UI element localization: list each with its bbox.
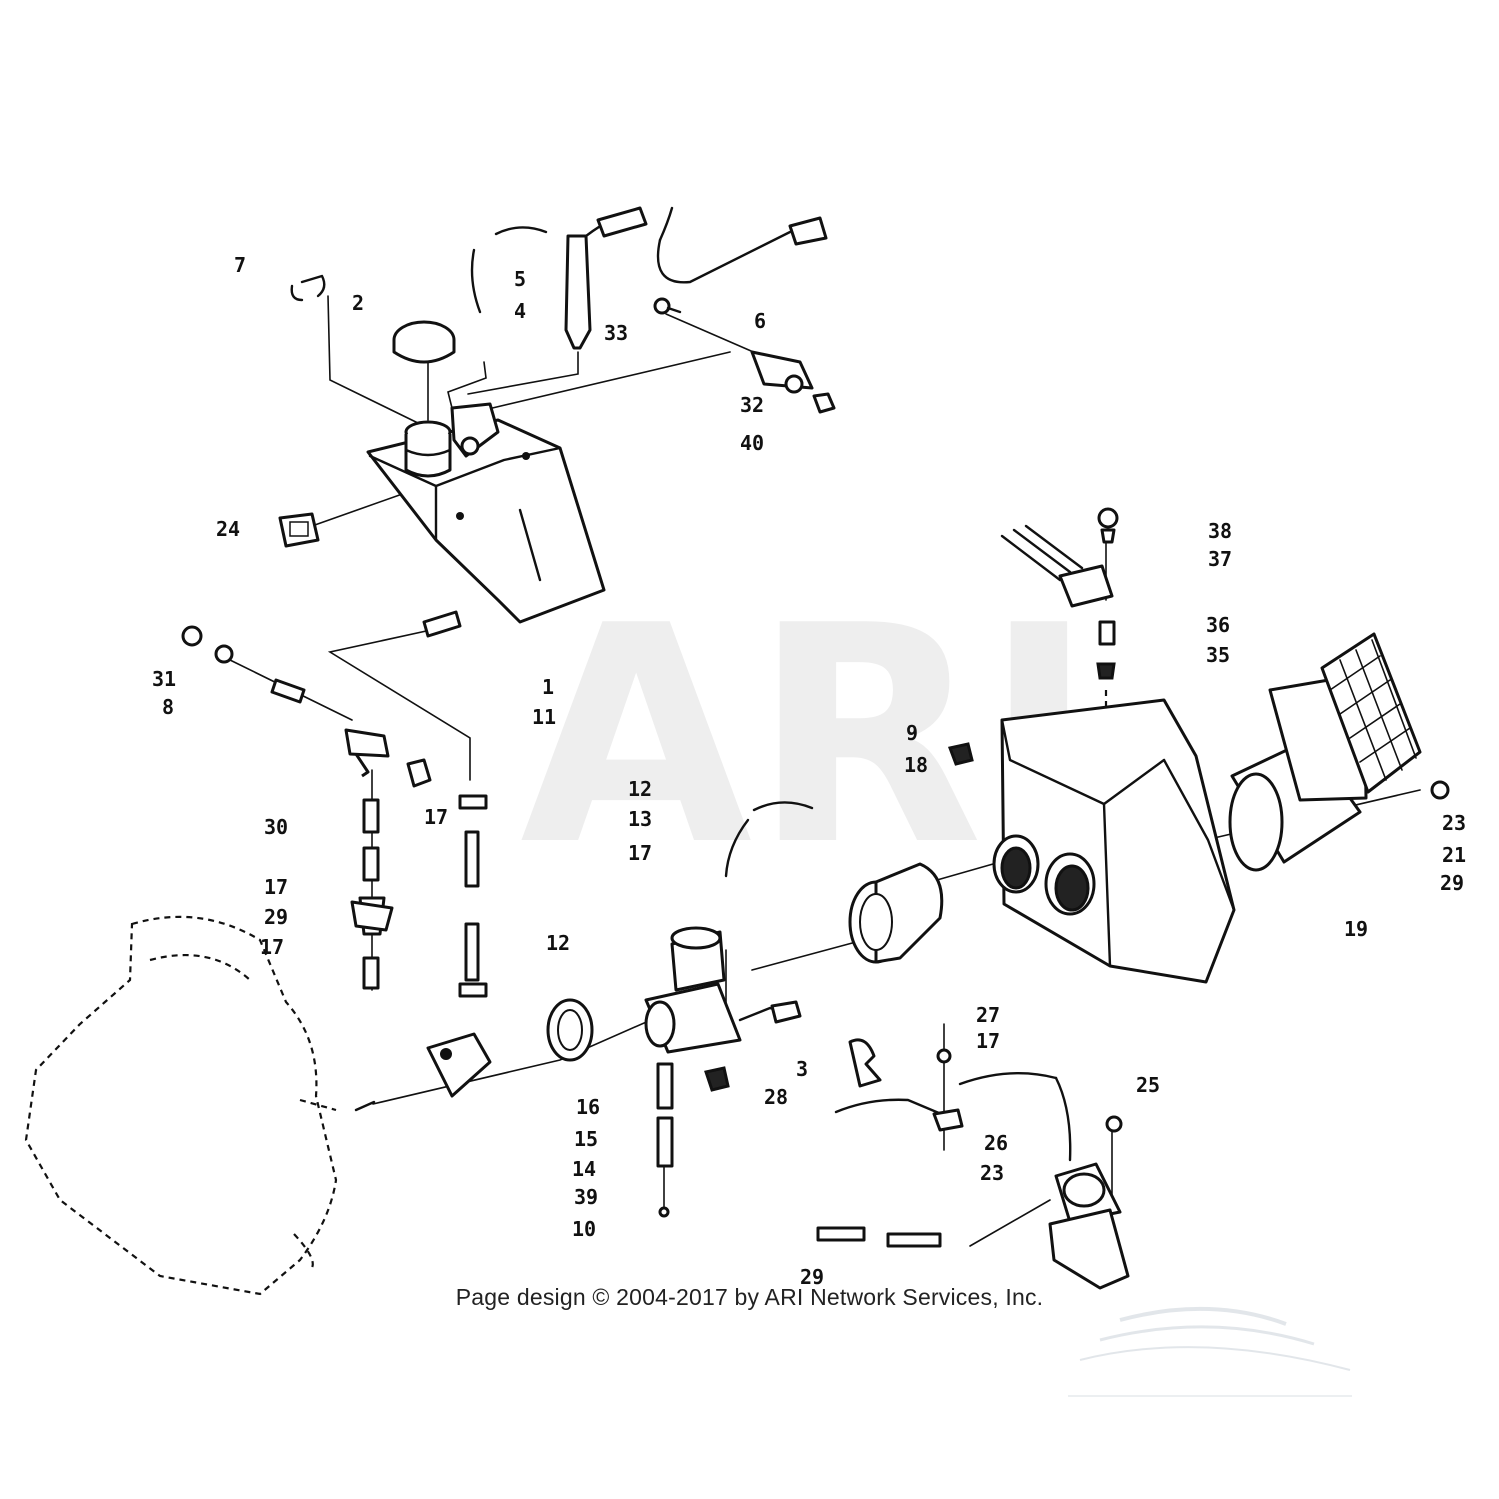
oil-level-sender	[564, 206, 648, 350]
callout-16: 16	[576, 1095, 600, 1119]
clamp-15	[546, 998, 594, 1062]
fitting-11	[422, 610, 462, 638]
fuel-filter-29	[350, 900, 394, 932]
callout-26: 27	[976, 1003, 1000, 1027]
callout-5: 5	[514, 267, 526, 291]
screw-39	[653, 297, 682, 315]
callout-11: 11	[532, 705, 556, 729]
oil-tank	[366, 418, 606, 624]
callout-36: 37	[1208, 547, 1232, 571]
flange-14	[426, 1032, 492, 1098]
hose-28	[816, 1226, 942, 1248]
callout-8: 8	[162, 695, 174, 719]
callout-12-a: 12	[628, 777, 652, 801]
engine-outline	[24, 915, 376, 1296]
nut-32-washer-8	[181, 625, 306, 704]
callout-17-e: 17	[976, 1029, 1000, 1053]
hose-17-right	[958, 1072, 1072, 1162]
callout-3: 3	[796, 1057, 808, 1081]
tank-cap	[392, 320, 456, 364]
copyright-notice: Page design © 2004-2017 by ARI Network S…	[455, 1284, 1044, 1310]
callout-17-b: 17	[628, 841, 652, 865]
grommet-9	[947, 742, 974, 766]
callout-40: 40	[740, 431, 764, 455]
hose-38	[656, 1062, 674, 1218]
intake-boot-18	[848, 862, 944, 964]
filler-neck	[404, 420, 452, 478]
fuel-pump-22	[1048, 1162, 1130, 1290]
air-silencer-19	[992, 698, 1236, 984]
clip-7	[290, 274, 326, 302]
callout-38: 39	[574, 1185, 598, 1209]
callout-27: 28	[764, 1085, 788, 1109]
callout-30: 29	[1440, 871, 1464, 895]
callout-4: 4	[514, 299, 526, 323]
clamp-27-holder-25	[834, 1038, 964, 1132]
callout-17-c: 17	[264, 875, 288, 899]
callout-19: 19	[1344, 917, 1368, 941]
callout-10: 10	[572, 1217, 596, 1241]
callout-22: 23	[980, 1161, 1004, 1185]
dealer-logo	[1068, 1306, 1352, 1397]
bracket-33	[750, 350, 836, 414]
callout-7: 7	[234, 253, 246, 277]
callout-33: 32	[740, 393, 764, 417]
screen-30	[1320, 632, 1422, 794]
callout-18: 18	[904, 753, 928, 777]
pulse-hose-parts	[1000, 507, 1119, 680]
callout-23: 24	[216, 517, 240, 541]
callout-24: 25	[1136, 1073, 1160, 1097]
harness-6	[656, 206, 828, 284]
vent-fitting	[450, 402, 500, 458]
callout-25: 26	[984, 1131, 1008, 1155]
callout-28: 29	[800, 1265, 824, 1289]
callout-20: 21	[1442, 843, 1466, 867]
nut-24	[1105, 1115, 1123, 1133]
callout-14: 14	[572, 1157, 596, 1181]
callout-12-b: 12	[546, 931, 570, 955]
fuel-line-13	[458, 794, 488, 998]
hose-17-top	[724, 801, 814, 878]
callout-13: 13	[628, 807, 652, 831]
callout-6: 6	[754, 309, 766, 333]
callout-17-a: 17	[424, 805, 448, 829]
callout-17-d: 17	[260, 935, 284, 959]
callout-32: 31	[152, 667, 176, 691]
carburetor	[644, 926, 802, 1054]
callout-31: 30	[264, 815, 288, 839]
valve-31	[344, 728, 432, 788]
callout-29: 29	[264, 905, 288, 929]
callout-39: 33	[604, 321, 628, 345]
callout-2: 2	[352, 291, 364, 315]
callout-15: 15	[574, 1127, 598, 1151]
callout-37: 38	[1208, 519, 1232, 543]
callout-1: 1	[542, 675, 554, 699]
callout-35: 36	[1206, 613, 1230, 637]
callout-21: 23	[1442, 811, 1466, 835]
callout-34: 35	[1206, 643, 1230, 667]
fitting-3	[704, 1066, 730, 1092]
callout-9: 9	[906, 721, 918, 745]
screw-21	[1430, 780, 1450, 800]
decal-23	[278, 512, 320, 548]
hose-5	[470, 226, 548, 314]
callout-labels: 7 2 5 4 33 6 32 40 24 31 8 1 11 30 17 12…	[152, 253, 1466, 1289]
